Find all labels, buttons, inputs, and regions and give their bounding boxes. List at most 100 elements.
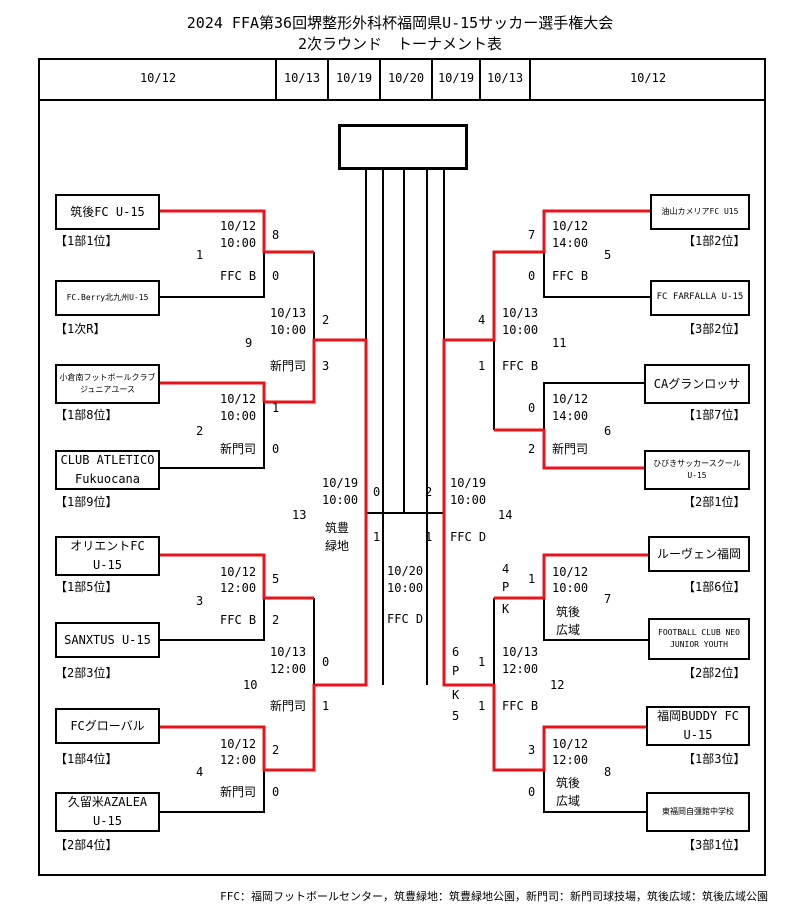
final-date: 10/20 (387, 564, 424, 578)
match-date: 10/12 (220, 737, 257, 751)
score: 0 (528, 401, 536, 415)
match-date: 10/12 (552, 219, 589, 233)
match-number: 5 (604, 248, 612, 262)
team-box-r1: 油山カメリアFC U15 (650, 194, 750, 230)
team-rank-r1: 【1部2位】 (683, 234, 746, 248)
team-box-l6: SANXTUS U-15 (55, 622, 160, 658)
pk-label: P (452, 664, 460, 678)
pk-score: 5 (452, 709, 460, 723)
team-box-r5: ルーヴェン福岡 (648, 536, 750, 572)
score: 0 (272, 785, 280, 799)
match-time: 10:00 (220, 236, 257, 250)
score: 1 (322, 699, 330, 713)
team-box-l1: 筑後FC U-15 (55, 194, 160, 230)
page-subtitle: 2次ラウンド トーナメント表 (297, 35, 503, 53)
match-number: 12 (550, 678, 565, 692)
match-venue: FFC B (552, 269, 589, 283)
match-date: 10/12 (220, 219, 257, 233)
match-number: 2 (196, 424, 204, 438)
match-number: 11 (552, 336, 567, 350)
score: 1 (272, 401, 280, 415)
match-number: 6 (604, 424, 612, 438)
match-number: 4 (196, 765, 204, 779)
match-date: 10/12 (220, 392, 257, 406)
match-venue: FFC D (450, 530, 487, 544)
header-date-c20: 10/20 (387, 71, 425, 85)
score: 0 (528, 269, 536, 283)
team-rank-r3: 【1部7位】 (683, 408, 746, 422)
match-venue: FFC B (502, 699, 539, 713)
match-date: 10/13 (502, 306, 539, 320)
score: 0 (272, 442, 280, 456)
team-rank-l5: 【1部5位】 (55, 580, 118, 594)
match-venue: 緑地 (325, 539, 350, 553)
match-venue: FFC B (220, 613, 257, 627)
match-time: 10:00 (322, 493, 359, 507)
champion-box (338, 124, 468, 170)
match-venue: 広域 (556, 794, 581, 808)
match-venue: 広域 (556, 623, 581, 637)
score: 3 (322, 359, 330, 373)
match-number: 10 (243, 678, 258, 692)
venue-legend: FFC：福岡フットボールセンター，筑豊緑地：筑豊緑地公園，新門司：新門司球技場，… (220, 890, 768, 903)
match-time: 12:00 (220, 581, 257, 595)
score: 1 (373, 530, 381, 544)
match-date: 10/13 (270, 645, 307, 659)
team-rank-r4: 【2部1位】 (683, 495, 746, 509)
score: 1 (425, 530, 433, 544)
match-date: 10/12 (552, 737, 589, 751)
match-date: 10/13 (270, 306, 307, 320)
bracket-frame (38, 58, 766, 876)
team-box-l3: 小倉南フットボールクラブジュニアユース (55, 364, 160, 404)
team-rank-l3: 【1部8位】 (55, 408, 118, 422)
team-rank-l4: 【1部9位】 (55, 495, 118, 509)
match-time: 10:00 (270, 323, 307, 337)
match-venue: FFC B (220, 269, 257, 283)
score: 7 (528, 228, 536, 242)
match-venue: 筑後 (556, 776, 581, 790)
match-venue: 新門司 (220, 785, 257, 799)
match-time: 10:00 (502, 323, 539, 337)
score: 1 (528, 572, 536, 586)
match-venue: 新門司 (552, 442, 589, 456)
match-number: 3 (196, 594, 204, 608)
header-date-l13: 10/13 (283, 71, 321, 85)
match-time: 12:00 (270, 662, 307, 676)
match-venue: 新門司 (270, 359, 307, 373)
team-rank-r7: 【1部3位】 (683, 752, 746, 766)
match-time: 10:00 (450, 493, 487, 507)
score: 1 (478, 359, 486, 373)
score: 8 (272, 228, 280, 242)
match-time: 12:00 (502, 662, 539, 676)
header-date-r19: 10/19 (437, 71, 475, 85)
score: 2 (272, 613, 280, 627)
match-venue: 筑後 (556, 605, 581, 619)
score: 5 (272, 572, 280, 586)
team-box-r2: FC FARFALLA U-15 (650, 280, 750, 316)
score: 0 (272, 269, 280, 283)
match-number: 8 (604, 765, 612, 779)
team-box-l7: FCグローバル (55, 708, 160, 744)
match-date: 10/12 (220, 565, 257, 579)
pk-label: P (502, 580, 510, 594)
score: 2 (425, 485, 433, 499)
score: 2 (272, 743, 280, 757)
team-rank-l2: 【1次R】 (55, 322, 106, 336)
match-time: 14:00 (552, 409, 589, 423)
team-rank-r8: 【3部1位】 (683, 838, 746, 852)
match-date: 10/13 (502, 645, 539, 659)
team-rank-l6: 【2部3位】 (55, 666, 118, 680)
team-box-l2: FC.Berry北九州U-15 (55, 280, 160, 316)
header-date-r13: 10/13 (486, 71, 524, 85)
pk-label: K (452, 688, 460, 702)
team-rank-r5: 【1部6位】 (683, 580, 746, 594)
team-rank-r6: 【2部2位】 (683, 666, 746, 680)
team-box-r3: CAグランロッサ (644, 364, 750, 404)
score: 3 (528, 743, 536, 757)
score: 2 (322, 313, 330, 327)
